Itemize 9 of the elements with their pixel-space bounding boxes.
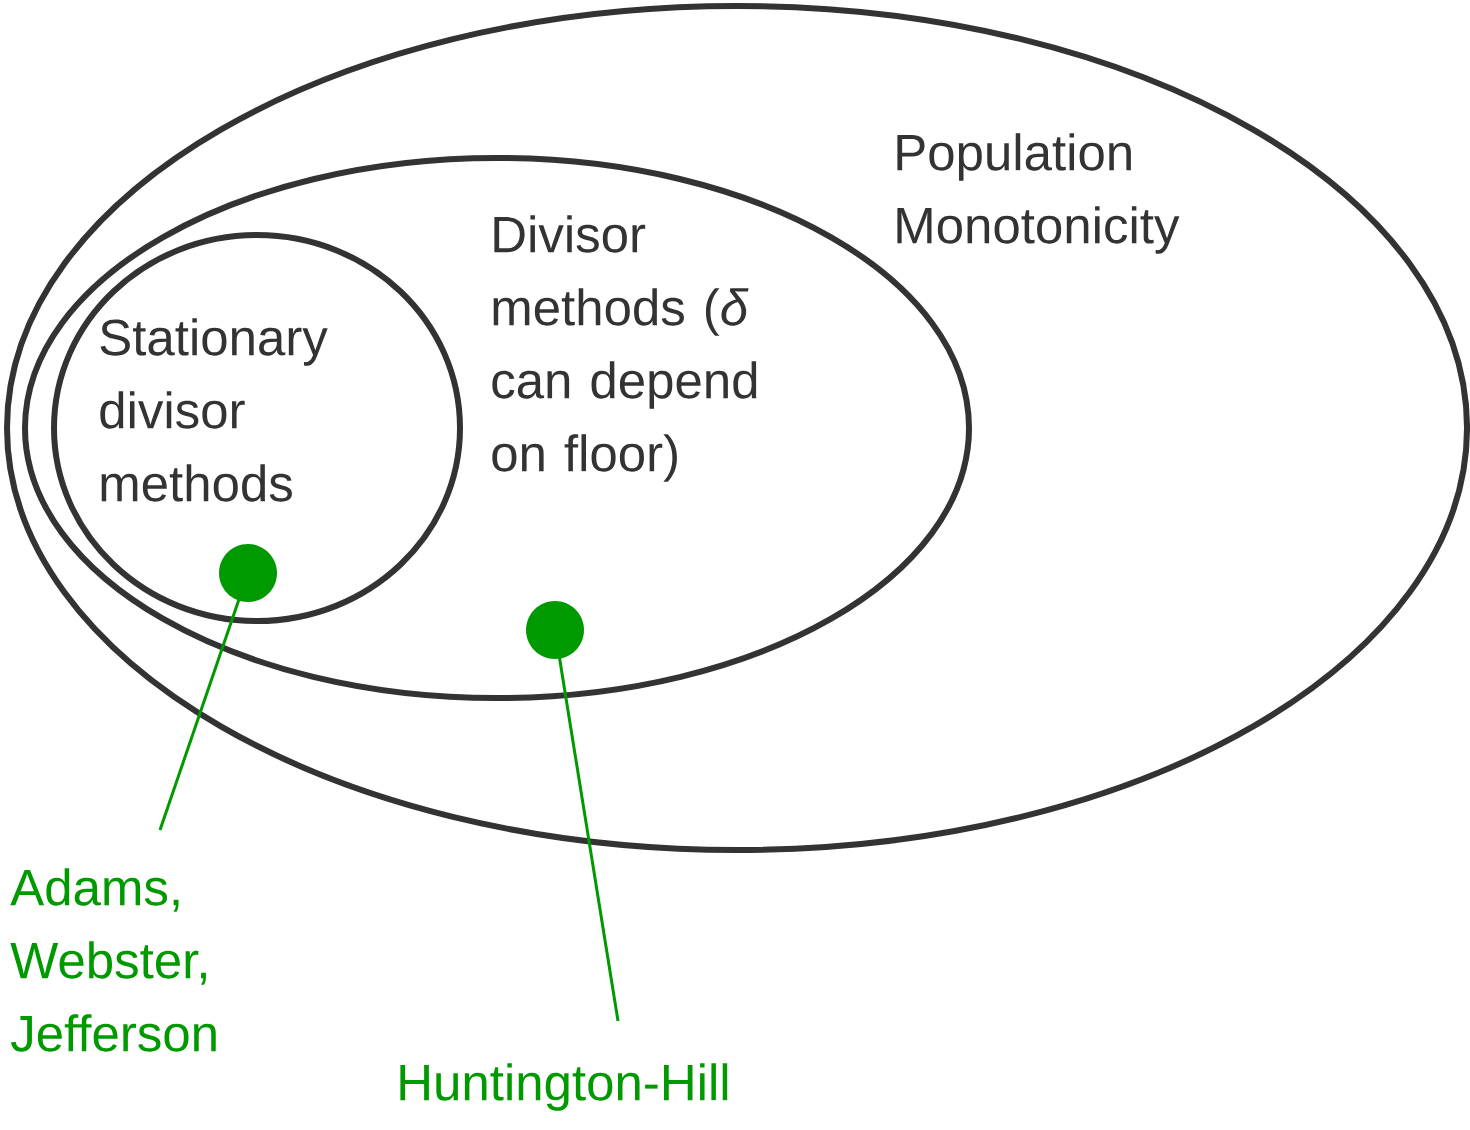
method-label: Huntington-Hill xyxy=(400,1063,728,1111)
method-label: Adams, Webster, Jefferson xyxy=(10,868,216,1052)
leader-line xyxy=(557,656,620,1022)
set-label: Population Monotonicity xyxy=(897,133,1180,254)
set-label: Stationary divisor methods xyxy=(100,318,328,502)
dot xyxy=(219,544,277,602)
dot xyxy=(526,601,584,659)
set-label: Divisor methods (δ can depend on floor) xyxy=(492,215,757,482)
leader-line xyxy=(158,598,241,831)
